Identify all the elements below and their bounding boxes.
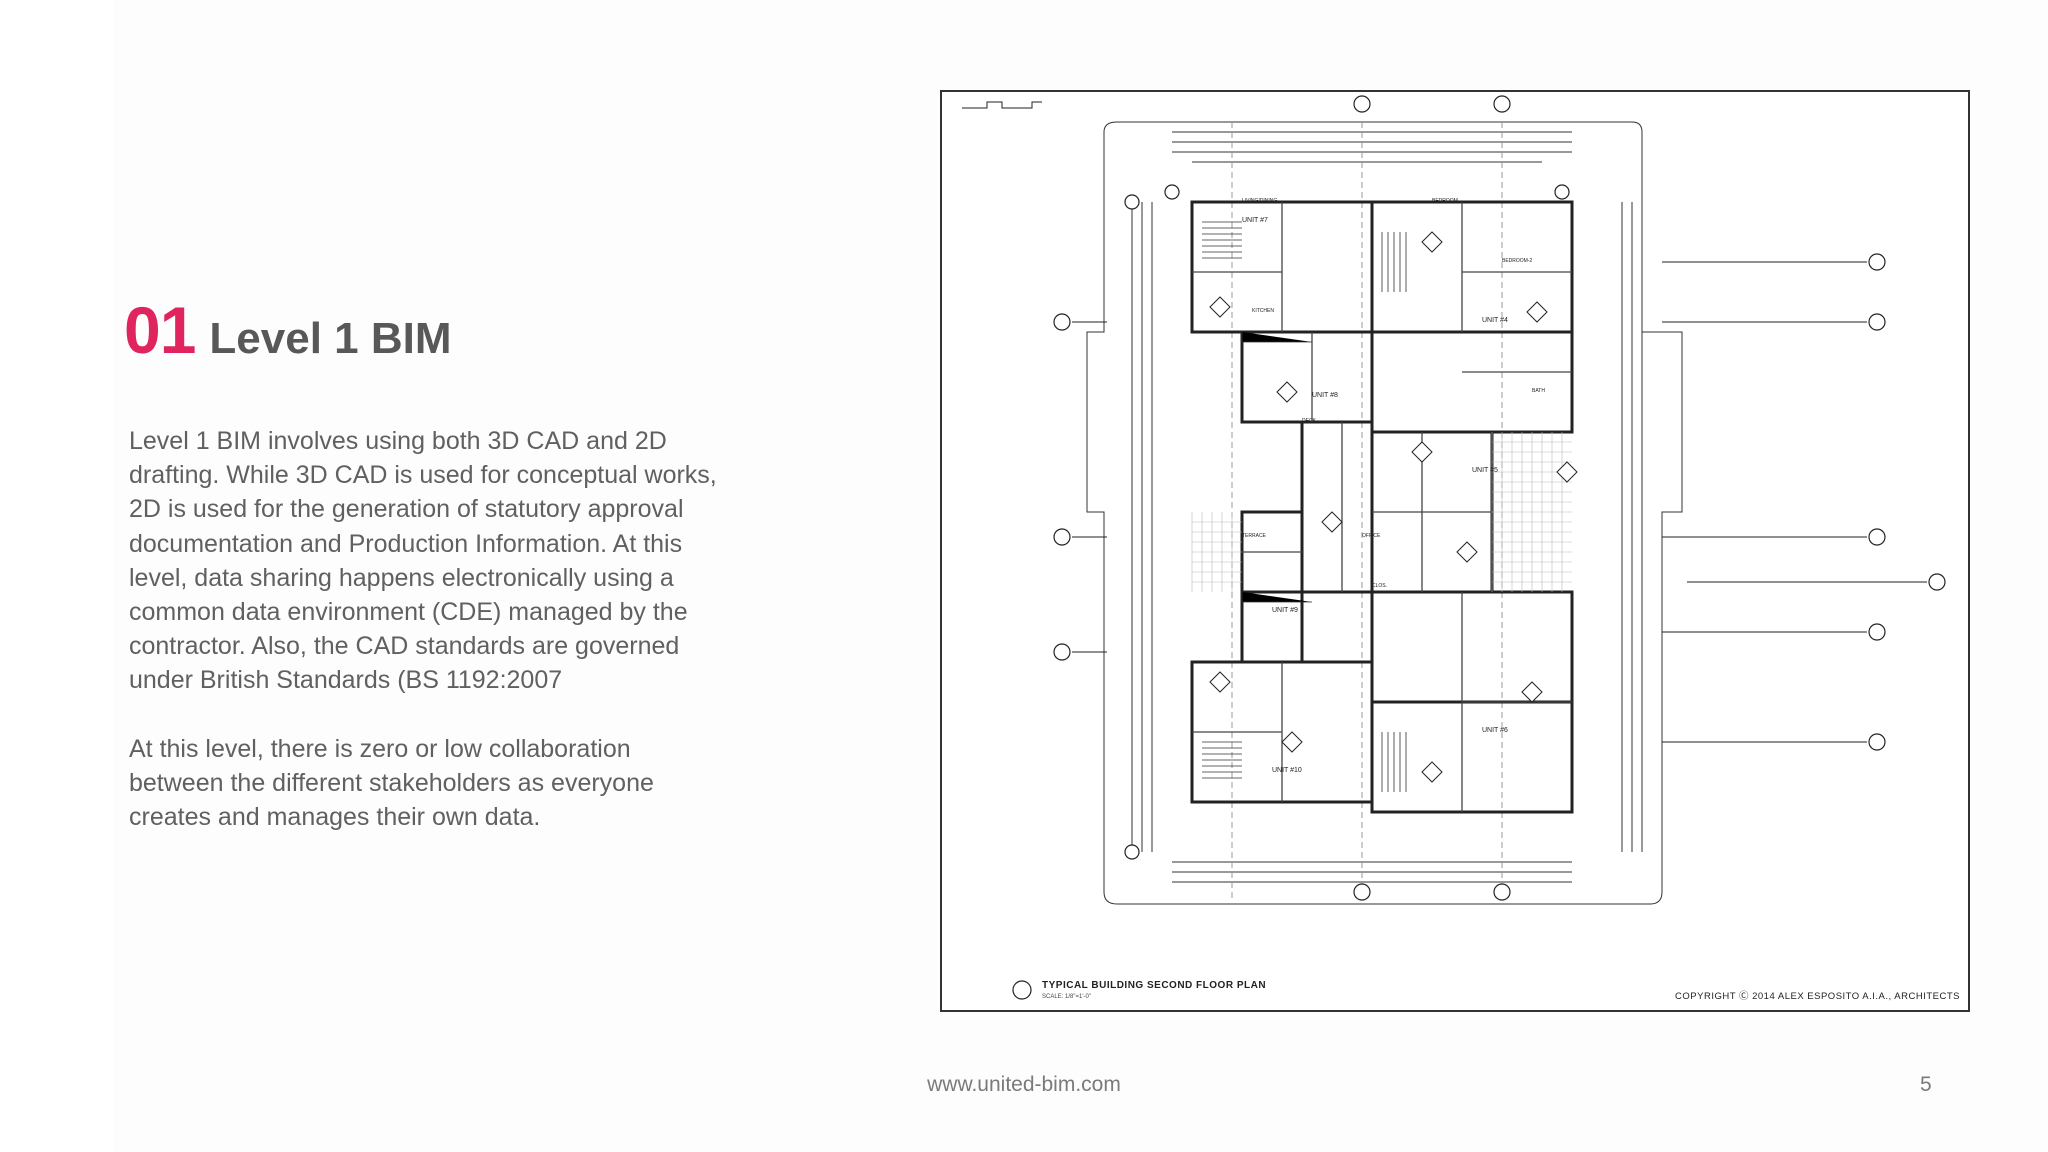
- room-label: BEDROOM: [1432, 198, 1458, 204]
- floor-plan-drawing: UNIT #7 UNIT #4 UNIT #8 UNIT #5 UNIT #9 UNIT …: [962, 95, 1946, 1000]
- page-number: 5: [1920, 1073, 1932, 1096]
- unit-label: UNIT #8: [1312, 392, 1338, 399]
- room-label: DECK: [1302, 418, 1317, 424]
- room-label: KITCHEN: [1252, 308, 1274, 314]
- section-number: 01: [124, 293, 196, 367]
- plan-copyright: COPYRIGHT Ⓒ 2014 ALEX ESPOSITO A.I.A., A…: [1675, 991, 1960, 1002]
- body-text: Level 1 BIM involves using both 3D CAD a…: [129, 424, 719, 868]
- room-label: CLOS.: [1372, 583, 1387, 589]
- unit-label: UNIT #9: [1272, 607, 1298, 614]
- paragraph-2: At this level, there is zero or low coll…: [129, 734, 654, 832]
- footer-url[interactable]: www.united-bim.com: [927, 1073, 1121, 1096]
- unit-label: UNIT #5: [1472, 467, 1498, 474]
- paragraph-1: Level 1 BIM involves using both 3D CAD a…: [129, 427, 717, 695]
- room-label: BEDROOM-2: [1502, 258, 1533, 264]
- room-label: TERRACE: [1242, 533, 1267, 539]
- unit-label: UNIT #6: [1482, 727, 1508, 734]
- unit-label: UNIT #4: [1482, 317, 1508, 324]
- plan-scale: SCALE: 1/8"=1'-0": [1042, 994, 1091, 1000]
- section-heading: 01 Level 1 BIM: [124, 292, 452, 372]
- unit-label: UNIT #10: [1272, 767, 1302, 774]
- unit-label: UNIT #7: [1242, 217, 1268, 224]
- room-label: BATH: [1532, 388, 1545, 394]
- plan-title: TYPICAL BUILDING SECOND FLOOR PLAN: [1042, 980, 1267, 991]
- floor-plan-image: UNIT #7 UNIT #4 UNIT #8 UNIT #5 UNIT #9 UNIT …: [940, 90, 1970, 1012]
- room-label: OFFICE: [1362, 533, 1381, 539]
- room-label: LIVING/DINING: [1242, 198, 1277, 204]
- section-title: Level 1 BIM: [209, 314, 452, 363]
